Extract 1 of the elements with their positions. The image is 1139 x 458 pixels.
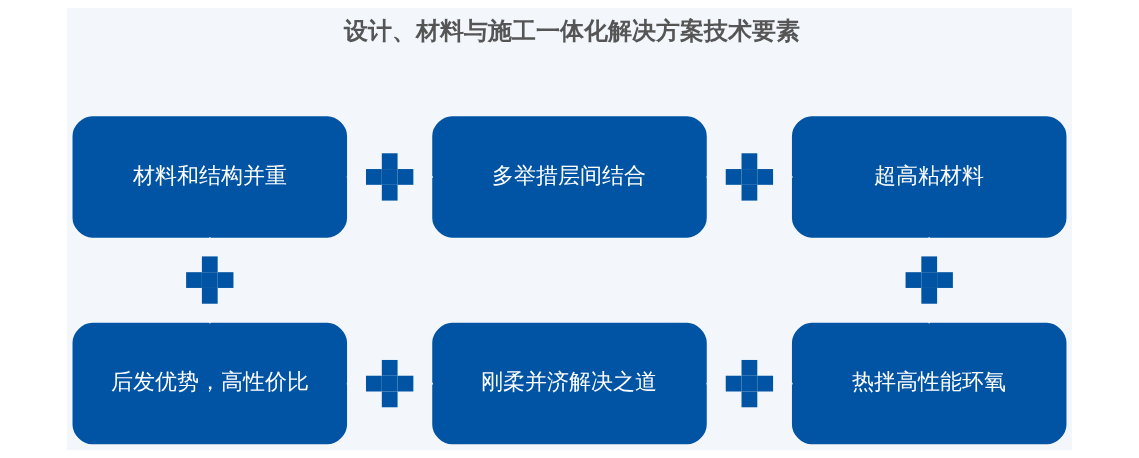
diagram-title: 设计、材料与施工一体化解决方案技术要素 [343,16,800,45]
